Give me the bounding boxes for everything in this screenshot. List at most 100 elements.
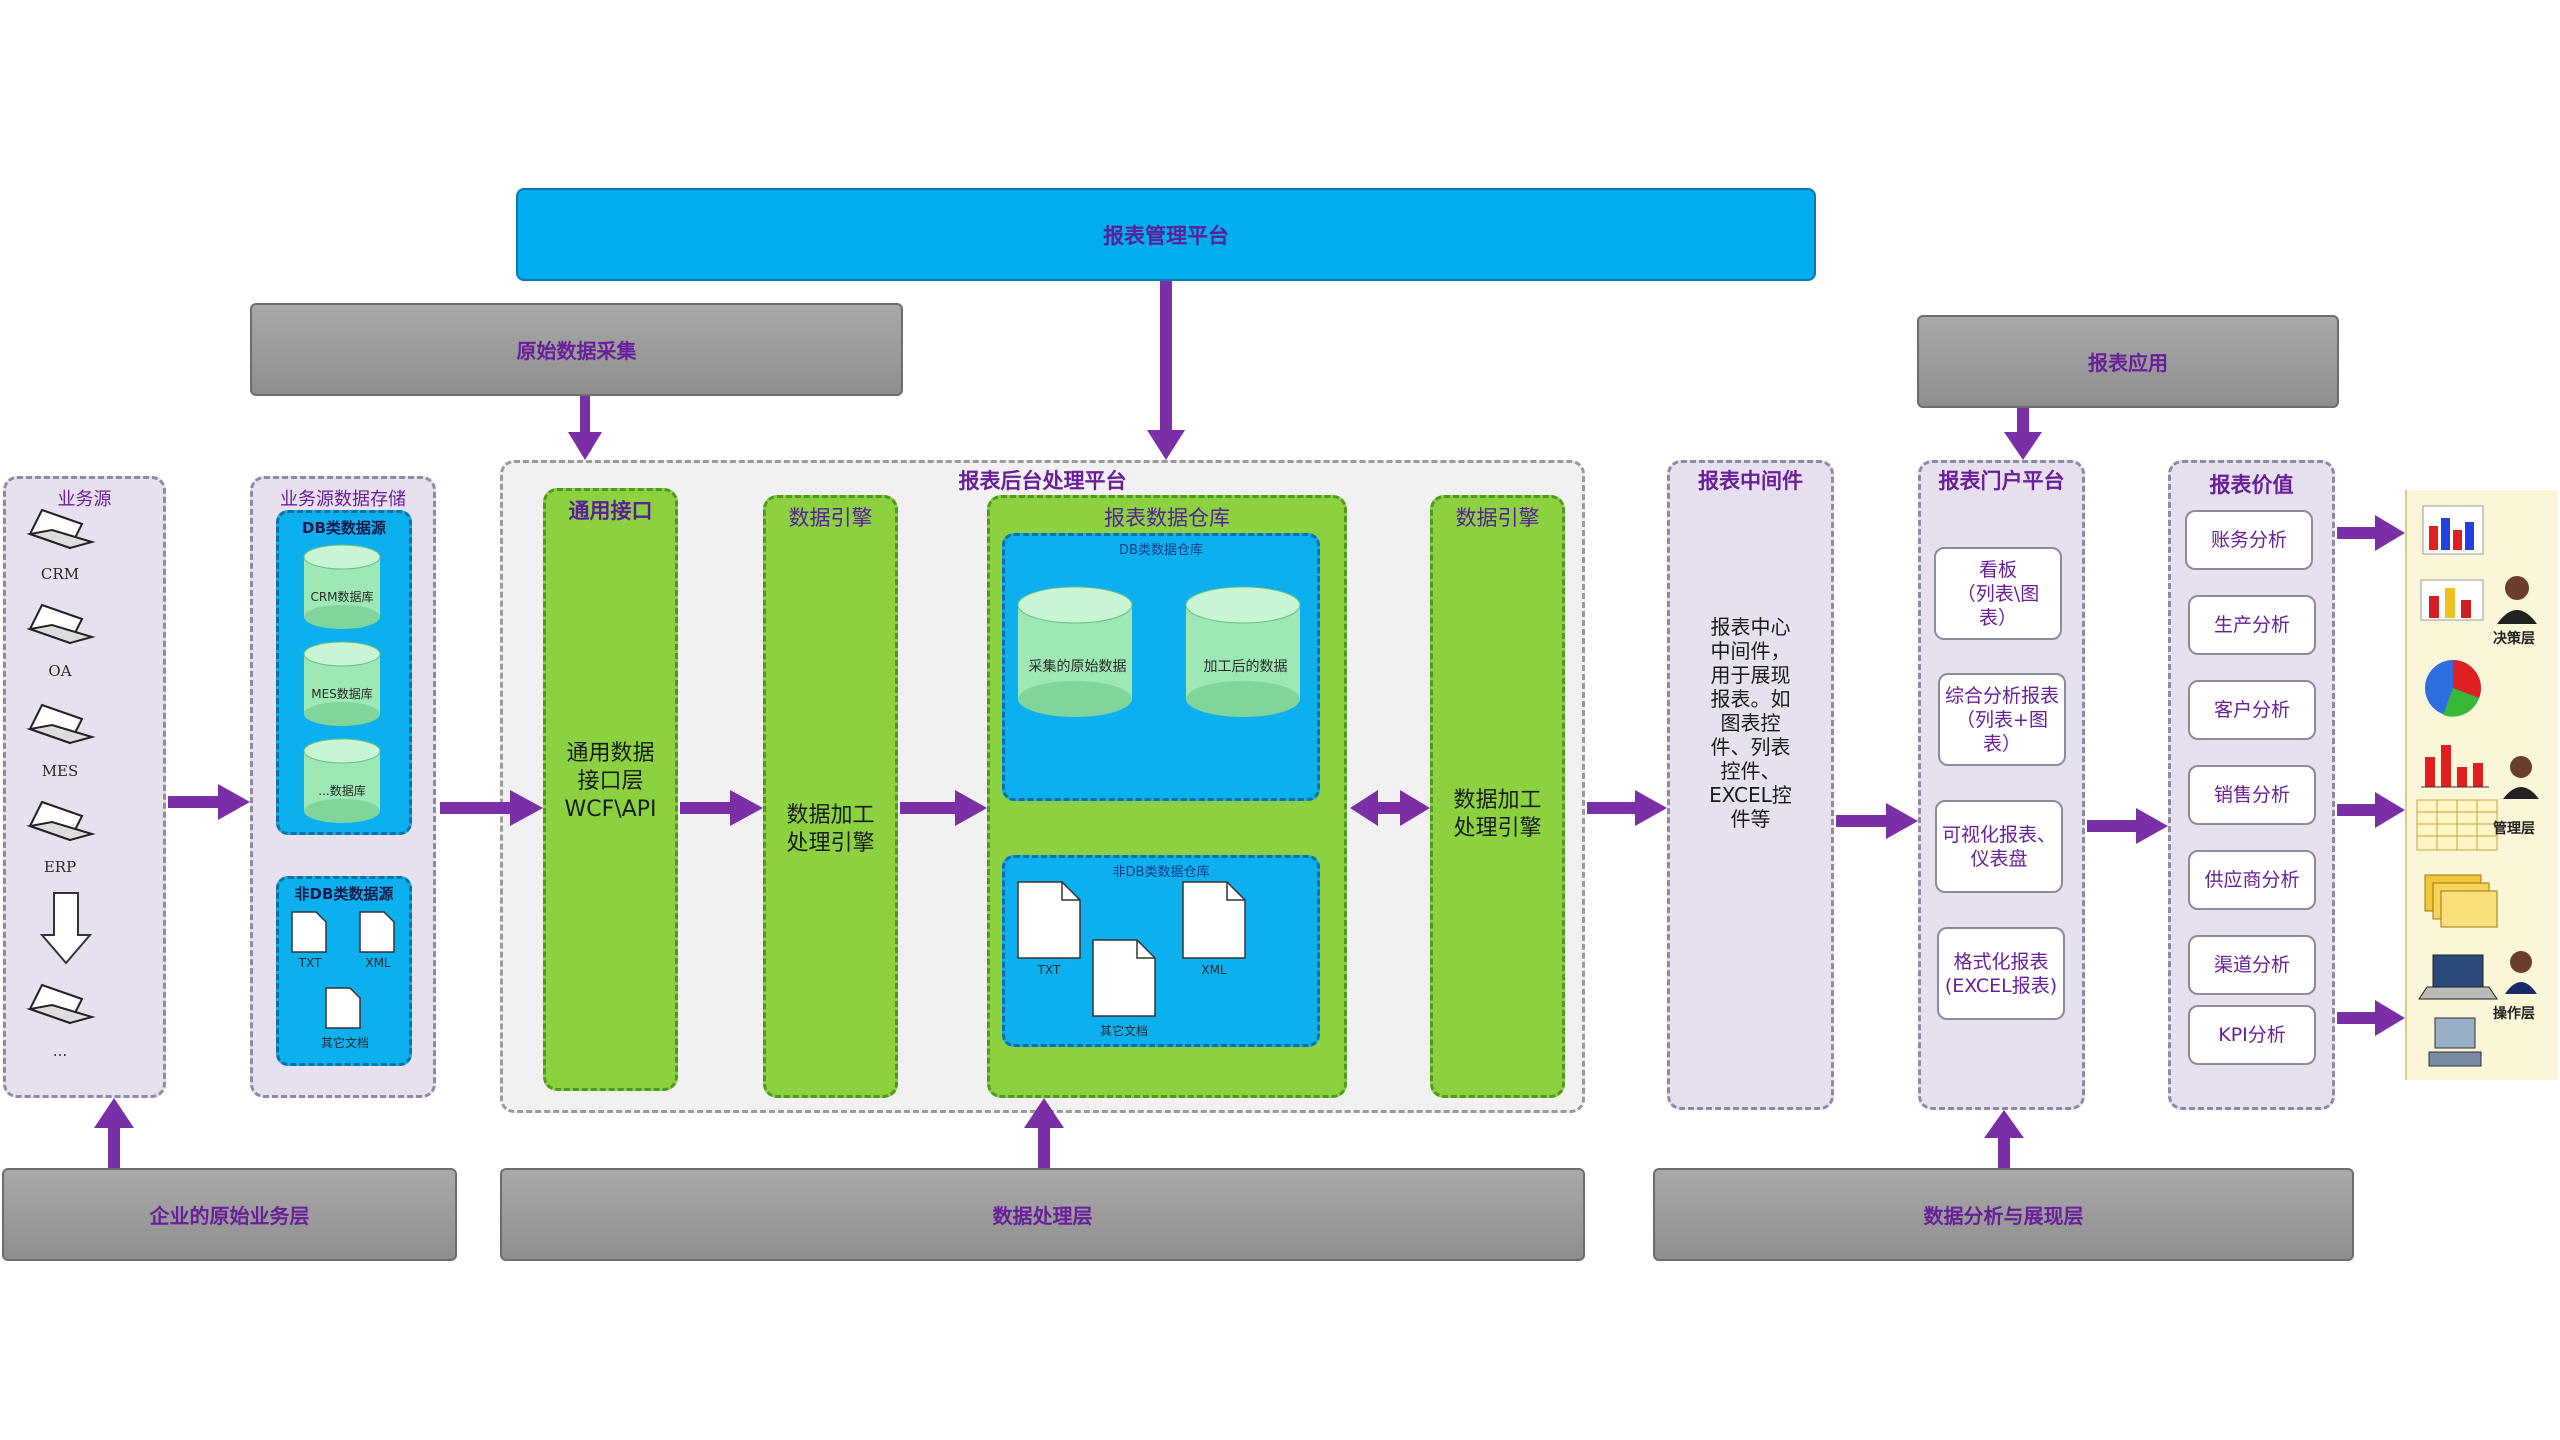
- value-item-customer[interactable]: 客户分析: [2188, 680, 2316, 740]
- document-icon: [359, 911, 395, 953]
- middleware-panel: 报表中间件 报表中心 中间件， 用于展现 报表。如 图表控 件、列表 控件、 E…: [1667, 460, 1834, 1110]
- role-management-label: 管理层: [2493, 821, 2535, 837]
- person-icon: [2497, 576, 2537, 624]
- data-engine-left-box: 数据引擎 数据加工 处理引擎: [763, 495, 898, 1098]
- folders-icon: [2424, 874, 2498, 928]
- generic-interface-label: 通用数据 接口层 WCF\API: [564, 741, 657, 822]
- non-db-doc-icons: [291, 911, 395, 1029]
- non-db-source-title: 非DB类数据源: [294, 885, 394, 903]
- arrow-source-to-storage: [168, 784, 250, 820]
- portal-card-dashboard[interactable]: 看板 （列表\图 表）: [1934, 547, 2062, 640]
- middleware-title: 报表中间件: [1698, 469, 1803, 493]
- processing-layer-bar: 数据处理层: [500, 1168, 1585, 1261]
- pie-chart-icon: [2425, 660, 2481, 717]
- database-icon: [1185, 586, 1301, 717]
- business-layer-bar: 企业的原始业务层: [2, 1168, 457, 1261]
- middleware-label: 报表中心 中间件， 用于展现 报表。如 图表控 件、列表 控件、 EXCEL控 …: [1709, 615, 1792, 831]
- warehouse-other-doc-label: 其它文档: [1099, 1024, 1148, 1038]
- document-icon: [325, 987, 361, 1029]
- document-icon: [1182, 881, 1246, 959]
- source-erp-label: ERP: [43, 858, 77, 876]
- value-item-supplier[interactable]: 供应商分析: [2188, 850, 2316, 910]
- arrow-value-to-decision: [2337, 515, 2405, 551]
- laptop-icon: [26, 703, 96, 745]
- bar-chart-icon: [2422, 505, 2484, 555]
- raw-data-collection-bar: 原始数据采集: [250, 303, 903, 396]
- down-arrow-icon: [39, 892, 93, 965]
- role-operation-label: 操作层: [2493, 1006, 2535, 1022]
- laptop-icon: [26, 800, 96, 842]
- db-item-crm-label: CRM数据库: [310, 590, 374, 604]
- source-more-label: ...: [52, 1042, 68, 1060]
- non-db-xml-label: XML: [365, 956, 391, 970]
- arrow-value-to-management: [2337, 792, 2405, 828]
- value-item-production[interactable]: 生产分析: [2188, 595, 2316, 655]
- report-warehouse-title: 报表数据仓库: [1104, 506, 1230, 530]
- 3d-chart-icon: [2420, 579, 2484, 621]
- analysis-layer-bar: 数据分析与展现层: [1653, 1168, 2354, 1261]
- warehouse-xml-label: XML: [1201, 963, 1227, 977]
- db-source-title: DB类数据源: [302, 519, 386, 537]
- report-application-bar: 报表应用: [1917, 315, 2339, 408]
- data-engine-left-title: 数据引擎: [788, 506, 873, 530]
- database-icon: [303, 544, 381, 629]
- person-icon: [2503, 756, 2539, 799]
- arrow-collection-to-backend: [568, 396, 602, 460]
- person-icon: [2505, 951, 2537, 994]
- document-icon: [1092, 939, 1156, 1017]
- business-source-title: 业务源: [57, 489, 112, 510]
- laptop-icon: [2418, 954, 2498, 1000]
- value-title: 报表价值: [2209, 473, 2294, 497]
- db-warehouse-title: DB类数据仓库: [1119, 543, 1203, 558]
- laptop-icon: [26, 508, 96, 550]
- laptop-icon: [26, 983, 96, 1025]
- warehouse-txt-label: TXT: [1037, 963, 1061, 977]
- non-db-txt-label: TXT: [298, 956, 322, 970]
- data-storage-title: 业务源数据存储: [280, 489, 406, 510]
- warehouse-processed-data-label: 加工后的数据: [1203, 659, 1288, 675]
- document-icon: [1017, 881, 1081, 959]
- data-engine-right-title: 数据引擎: [1455, 506, 1540, 530]
- data-engine-left-label: 数据加工 处理引擎: [786, 803, 875, 856]
- warehouse-db-cylinders: [1017, 586, 1301, 717]
- portal-card-comprehensive[interactable]: 综合分析报表 （列表+图 表）: [1938, 673, 2066, 766]
- arrow-middleware-to-portal: [1836, 803, 1918, 839]
- non-db-source-box: 非DB类数据源: [276, 876, 412, 1066]
- backend-platform-title: 报表后台处理平台: [958, 469, 1127, 493]
- data-engine-right-box: 数据引擎 数据加工 处理引擎: [1430, 495, 1565, 1098]
- arrow-analysis-layer-up: [1984, 1110, 2024, 1168]
- portal-title: 报表门户平台: [1938, 469, 2065, 493]
- value-item-sales[interactable]: 销售分析: [2188, 765, 2316, 825]
- database-icon: [303, 738, 381, 823]
- business-source-panel: 业务源: [3, 476, 166, 1098]
- arrow-portal-to-value: [2087, 808, 2168, 844]
- database-icon: [303, 641, 381, 726]
- value-item-finance[interactable]: 账务分析: [2185, 510, 2313, 570]
- value-item-channel[interactable]: 渠道分析: [2188, 935, 2316, 995]
- role-illustrations: [2416, 505, 2539, 1067]
- non-db-warehouse-title: 非DB类数据仓库: [1112, 865, 1210, 880]
- warehouse-raw-data-label: 采集的原始数据: [1028, 659, 1127, 675]
- portal-card-formatted[interactable]: 格式化报表 (EXCEL报表): [1937, 927, 2065, 1020]
- value-item-kpi[interactable]: KPI分析: [2188, 1005, 2316, 1065]
- report-management-platform-bar: 报表管理平台: [516, 188, 1816, 281]
- generic-interface-title: 通用接口: [568, 499, 653, 523]
- document-icon: [291, 911, 327, 953]
- portal-card-visual[interactable]: 可视化报表、 仪表盘: [1935, 800, 2063, 893]
- db-item-mes-label: MES数据库: [311, 687, 373, 701]
- arrow-business-layer-up: [94, 1098, 134, 1168]
- spreadsheet-icon: [2416, 799, 2498, 851]
- source-crm-label: CRM: [40, 565, 80, 583]
- non-db-other-label: 其它文档: [320, 1036, 369, 1050]
- bar-chart-icon: [2421, 745, 2489, 788]
- arrow-management-to-backend: [1147, 281, 1185, 460]
- computer-icon: [2428, 1017, 2482, 1067]
- warehouse-doc-icons: [1017, 881, 1246, 1017]
- generic-interface-box: 通用接口 通用数据 接口层 WCF\API: [543, 488, 678, 1091]
- db-item-other-label: ...数据库: [318, 784, 366, 798]
- role-decision-label: 决策层: [2493, 631, 2535, 647]
- database-icon: [1017, 586, 1133, 717]
- arrow-backend-to-middleware: [1587, 790, 1667, 826]
- arrow-application-to-portal: [2004, 408, 2042, 460]
- data-engine-right-label: 数据加工 处理引擎: [1453, 788, 1542, 841]
